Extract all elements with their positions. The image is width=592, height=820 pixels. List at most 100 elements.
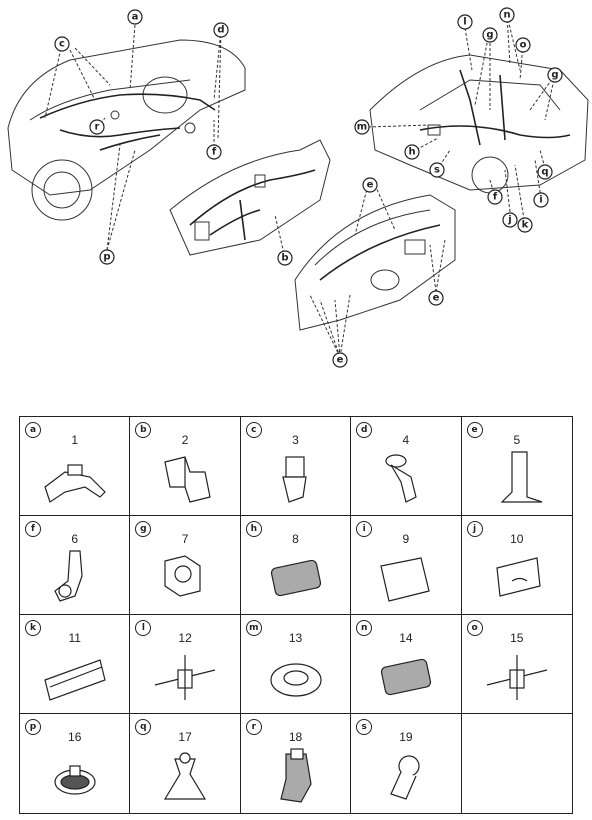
part-number: 19 [399,730,413,744]
empty-cell [462,714,572,813]
callout-g-right: g [547,67,563,83]
callout-q: q [537,164,553,180]
part-number: 17 [178,730,192,744]
callout-r: r [89,119,105,135]
svg-text:o: o [520,40,527,51]
part-letter: c [245,422,262,438]
callout-b: b [277,250,293,266]
part-cell-l: l 12 [130,615,241,714]
callout-n: n [499,7,515,23]
part-number: 15 [510,631,524,645]
svg-text:e: e [337,355,344,366]
callout-e-top: e [362,177,378,193]
part-illustration-bracket [40,447,110,507]
svg-text:i: i [539,195,542,206]
svg-text:a: a [132,12,139,23]
part-illustration-protector-long [40,645,110,705]
part-illustration-tape [261,744,331,804]
part-illustration-band [150,645,220,705]
part-letter: a [25,422,41,438]
svg-text:r: r [95,122,100,133]
svg-text:n: n [503,10,510,21]
svg-text:k: k [522,220,529,231]
part-letter: e [466,422,483,438]
part-number: 8 [292,532,299,546]
part-cell-s: s 19 [351,714,462,813]
callout-f-front: f [206,144,222,160]
part-letter: l [135,620,152,636]
callout-k: k [517,217,533,233]
part-letter: g [135,521,152,537]
part-illustration-tape-clip [482,447,552,507]
part-illustration-clip [261,447,331,507]
callout-m: m [354,119,370,135]
part-letter: d [356,422,373,438]
callout-a: a [127,9,143,25]
rear-hatch-illustration [369,54,589,194]
part-cell-q: q 17 [130,714,241,813]
part-illustration-protector [482,546,552,606]
part-illustration-clip-ring [371,744,441,804]
part-number: 13 [288,631,303,645]
callout-o: o [515,37,531,53]
svg-text:q: q [541,167,548,178]
part-illustration-grommet [261,645,331,705]
part-number: 1 [71,433,79,447]
leader-lines [44,14,556,358]
svg-text:e: e [367,180,374,191]
svg-text:p: p [103,252,110,263]
callout-g-top: g [482,27,498,43]
part-illustration-sheet [371,546,441,606]
part-letter: i [356,521,373,537]
part-letter: p [25,719,41,735]
part-letter: f [25,521,41,537]
part-number: 12 [178,631,192,645]
part-number: 2 [181,433,189,447]
svg-text:j: j [507,215,511,226]
callout-s: s [429,162,445,178]
part-number: 5 [513,433,521,447]
svg-text:c: c [59,39,65,50]
part-cell-m: m 13 [240,615,352,714]
part-letter: q [135,719,152,735]
callout-f-rear: f [487,189,503,205]
callout-l: l [457,14,473,30]
part-illustration-pad [261,546,331,606]
part-number: 9 [402,532,410,546]
part-letter: m [245,620,262,636]
svg-text:b: b [281,253,288,264]
part-illustration-band [482,645,552,705]
part-number: 4 [402,433,410,447]
part-letter: r [245,719,262,735]
part-letter: n [356,620,373,636]
instrument-panel-illustration [294,194,456,331]
part-letter: s [356,719,373,735]
callout-e-bottom: e [332,352,348,368]
part-number: 3 [292,433,299,447]
svg-text:g: g [551,70,558,81]
part-number: 11 [68,631,81,645]
part-cell-o: o 15 [461,615,572,714]
part-number: 7 [181,532,189,546]
part-illustration-band-ring [40,744,110,804]
callout-p: p [99,249,115,265]
svg-text:f: f [493,192,498,203]
svg-text:s: s [434,165,440,176]
part-letter: o [466,620,483,636]
cowl-harness-illustration [169,139,331,256]
part-illustration-stay [371,447,441,507]
